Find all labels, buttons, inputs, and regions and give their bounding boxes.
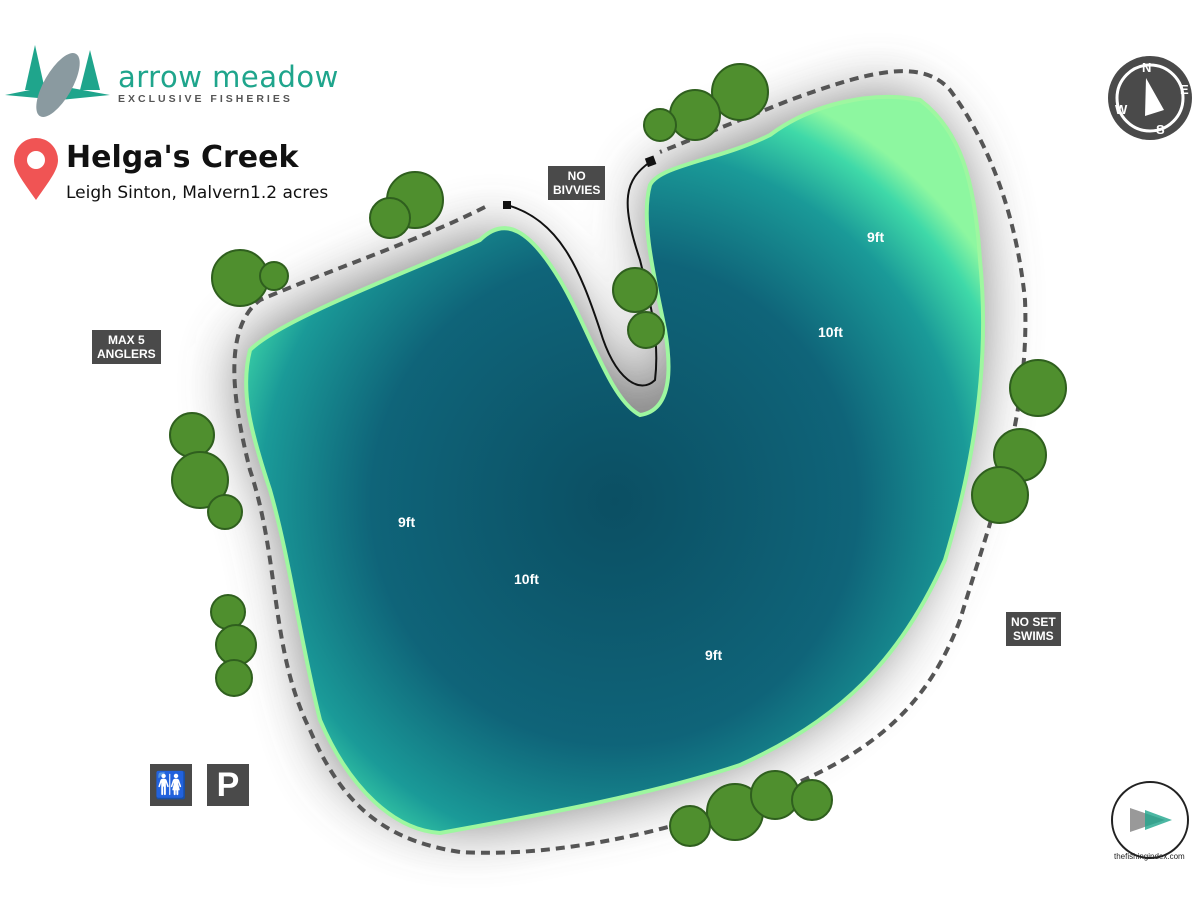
depth-label: 9ft bbox=[867, 229, 885, 245]
peg-line-left bbox=[506, 161, 658, 387]
compass-w: W bbox=[1115, 102, 1128, 117]
logo bbox=[5, 45, 110, 117]
peg-marker bbox=[644, 155, 657, 168]
trees bbox=[169, 63, 1067, 847]
watermark-badge bbox=[1111, 781, 1189, 859]
depth-label: 10ft bbox=[514, 571, 539, 587]
lake-location: Leigh Sinton, Malvern1.2 acres bbox=[66, 183, 329, 203]
compass-n: N bbox=[1142, 60, 1152, 75]
sign-max-anglers: MAX 5 ANGLERS bbox=[92, 330, 161, 364]
compass-icon bbox=[1108, 56, 1192, 140]
compass-s: S bbox=[1156, 122, 1165, 137]
walkway-path bbox=[232, 69, 1028, 855]
depth-label: 10ft bbox=[818, 324, 843, 340]
watermark-text: thefishingindex.com bbox=[1114, 852, 1185, 861]
sign-no-bivvies: NO BIVVIES bbox=[548, 166, 606, 200]
peg-marker bbox=[503, 201, 511, 209]
compass-e: E bbox=[1180, 82, 1189, 97]
depth-label: 9ft bbox=[705, 647, 723, 663]
lake bbox=[244, 94, 986, 836]
sign-no-set-swims: NO SET SWIMS bbox=[1006, 612, 1061, 646]
lake-title: Helga's Creek bbox=[66, 140, 299, 175]
depth-label: 9ft bbox=[398, 514, 416, 530]
parking-icon: P bbox=[207, 764, 249, 806]
toilets-icon: 🚻 bbox=[150, 764, 192, 806]
brand-name: arrow meadow bbox=[118, 60, 339, 94]
brand-tagline: EXCLUSIVE FISHERIES bbox=[118, 93, 293, 105]
